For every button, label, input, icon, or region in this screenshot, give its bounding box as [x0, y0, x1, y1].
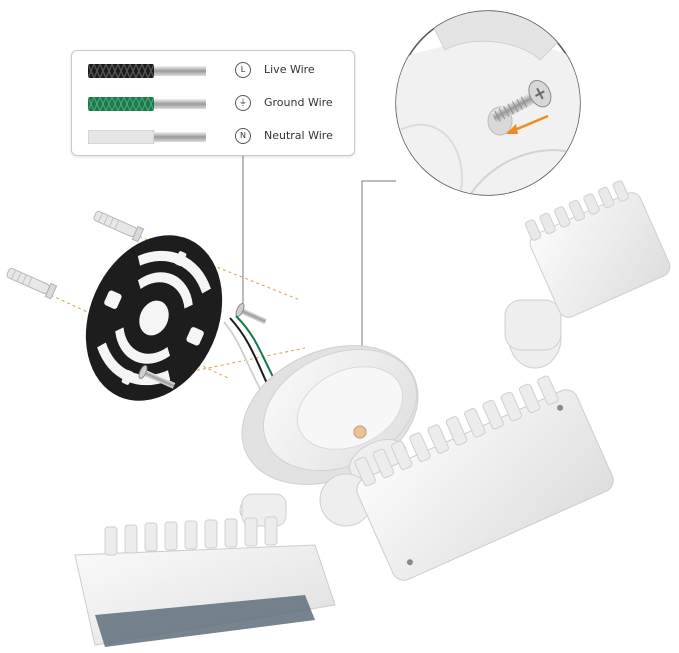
ground-symbol-icon: ⏚: [235, 95, 251, 111]
legend-row-ground: ⏚ Ground Wire: [72, 92, 354, 116]
neutral-wire-label: Neutral Wire: [264, 129, 333, 142]
wall-anchor-icon: [6, 210, 145, 300]
live-wire-swatch: [88, 64, 206, 78]
fixture-base: [241, 345, 419, 485]
neutral-symbol-icon: N: [235, 128, 251, 144]
lamp-head-bottom: [74, 516, 336, 647]
screw-direction-arrow: [506, 114, 549, 134]
lamp-head-top: [524, 180, 671, 318]
mounting-plate: [85, 235, 223, 401]
wire-legend: L Live Wire ⏚ Ground Wire N Neutral Wire: [71, 50, 355, 156]
ground-wire-swatch: [88, 97, 206, 111]
live-symbol-icon: L: [235, 62, 251, 78]
live-wire-label: Live Wire: [264, 63, 315, 76]
ground-wire-label: Ground Wire: [264, 96, 333, 109]
plate-screws: [138, 302, 267, 389]
screw-detail-inset: [395, 10, 581, 196]
legend-row-neutral: N Neutral Wire: [72, 125, 354, 149]
legend-row-live: L Live Wire: [72, 59, 354, 83]
screw-icon: [491, 79, 552, 124]
lamp-head-center: [354, 375, 614, 581]
neutral-wire-swatch: [88, 130, 206, 144]
